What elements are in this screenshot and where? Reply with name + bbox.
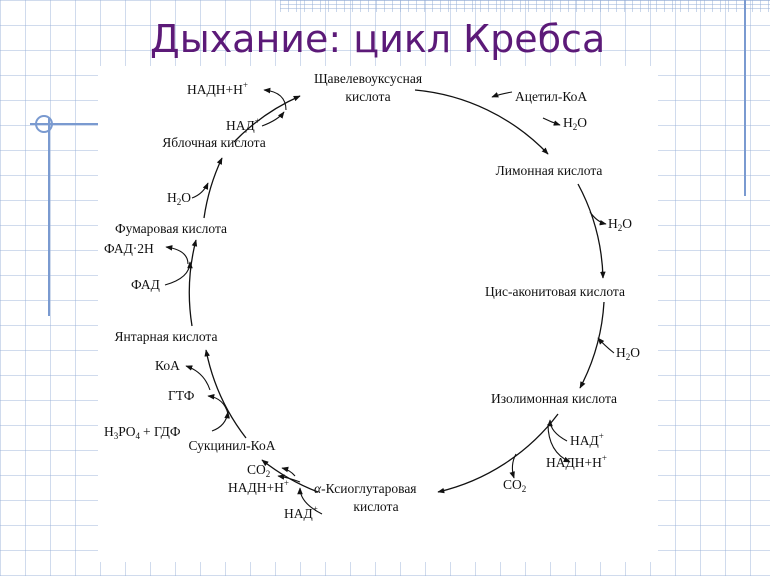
water-label-isocitric: H2O <box>616 345 640 362</box>
ketoglutaric-name: -Ксиоглутаровая <box>321 481 416 496</box>
arc-succinylcoa-to-succinic <box>204 349 247 439</box>
co2-isocitric-arrow <box>509 453 517 479</box>
nadh-malic-arrow <box>263 87 287 111</box>
water-in-isocitric-arrow <box>597 337 615 354</box>
fumaric-acid-label: Фумаровая кислота <box>115 221 227 236</box>
arc-succinic-to-fumaric <box>188 239 198 327</box>
nad-isocitric-arrow <box>547 419 568 442</box>
succinic-acid-label: Янтарная кислота <box>115 329 218 344</box>
nadh-label-isocitric: НАДН+Н+ <box>546 453 607 470</box>
arc-oxaloacetate-to-citric <box>414 89 549 155</box>
alpha-ketoglutaric-acid-label: α-Ксиоглутаровая <box>314 481 417 496</box>
page-title: Дыхание: цикл Кребса <box>150 17 606 61</box>
co2-ketoglutaric-arrow <box>277 474 301 483</box>
fad-in-arrow <box>164 261 193 286</box>
cis-aconitic-acid-label: Цис-аконитовая кислота <box>485 284 625 299</box>
fad-label: ФАД <box>131 277 160 292</box>
water-out-citric-arrow <box>542 117 561 126</box>
water-out-cisaconitic-arrow <box>589 211 607 226</box>
nad-malic-arrow <box>261 111 285 127</box>
cofactor-arrows <box>164 87 615 515</box>
arc-isocitric-to-ketoglutaric <box>437 413 559 494</box>
oxaloacetate-label: Щавелевоуксусная <box>314 71 422 86</box>
alpha-ketoglutaric-acid-label-line2: кислота <box>353 499 398 514</box>
nadh-label-ketoglutaric: НАДН+Н+ <box>228 478 289 495</box>
cycle-arrows <box>188 89 606 494</box>
water-label-cisaconitic: H2O <box>608 216 632 233</box>
decorative-vertical-line <box>48 118 50 316</box>
nadh-isocitric-arrow <box>547 423 571 463</box>
nad-label-malic: НАД+ <box>226 116 260 133</box>
nad-label-isocitric: НАД+ <box>570 431 604 448</box>
arc-cisaconitic-to-isocitric <box>579 301 605 389</box>
co2-label-ketoglutaric: CO2 <box>247 462 270 479</box>
nad-ketoglutaric-arrow <box>297 487 323 515</box>
title-band-pattern <box>280 0 770 12</box>
decorative-right-line <box>744 0 746 196</box>
diagram-panel <box>98 66 658 562</box>
arc-citric-to-cisaconitic <box>577 183 606 279</box>
succinyl-coa-label: Сукцинил-КоА <box>189 438 276 453</box>
decorative-horizontal-line <box>30 123 100 125</box>
oxaloacetate-label-line2: кислота <box>345 89 390 104</box>
phosphate-gdp-label: H3PO4+ ГДФ <box>104 424 181 441</box>
coa-label: КоА <box>155 358 180 373</box>
malic-acid-label: Яблочная кислота <box>162 135 265 150</box>
water-label-fumaric: H2O <box>167 190 191 207</box>
co2-label-isocitric: CO2 <box>503 477 526 494</box>
nadh-ketoglutaric-arrow <box>281 466 296 477</box>
water-in-fumaric-arrow <box>191 182 209 199</box>
fadh2-label: ФАД·2Н <box>104 241 154 256</box>
arc-fumaric-to-malic <box>203 157 223 219</box>
acetylcoa-in-arrow <box>491 91 513 98</box>
water-label-citric: H2O <box>563 115 587 132</box>
nadh-label-malic: НАДН+Н+ <box>187 80 248 97</box>
coa-out-arrow <box>185 365 211 391</box>
nad-label-ketoglutaric: НАД+ <box>284 504 318 521</box>
gtp-out-arrow <box>207 394 229 415</box>
crosshair-icon <box>35 115 53 133</box>
isocitric-acid-label: Изолимонная кислота <box>491 391 617 406</box>
alpha-symbol: α <box>314 481 322 496</box>
citric-acid-label: Лимонная кислота <box>496 163 603 178</box>
arc-malic-to-oxaloacetate <box>233 95 301 143</box>
fadh2-out-arrow <box>165 245 189 265</box>
gtp-label: ГТФ <box>168 388 195 403</box>
acetyl-coa-label: Ацетил-КоА <box>515 89 587 104</box>
phosphate-gdp-arrow <box>211 411 230 432</box>
